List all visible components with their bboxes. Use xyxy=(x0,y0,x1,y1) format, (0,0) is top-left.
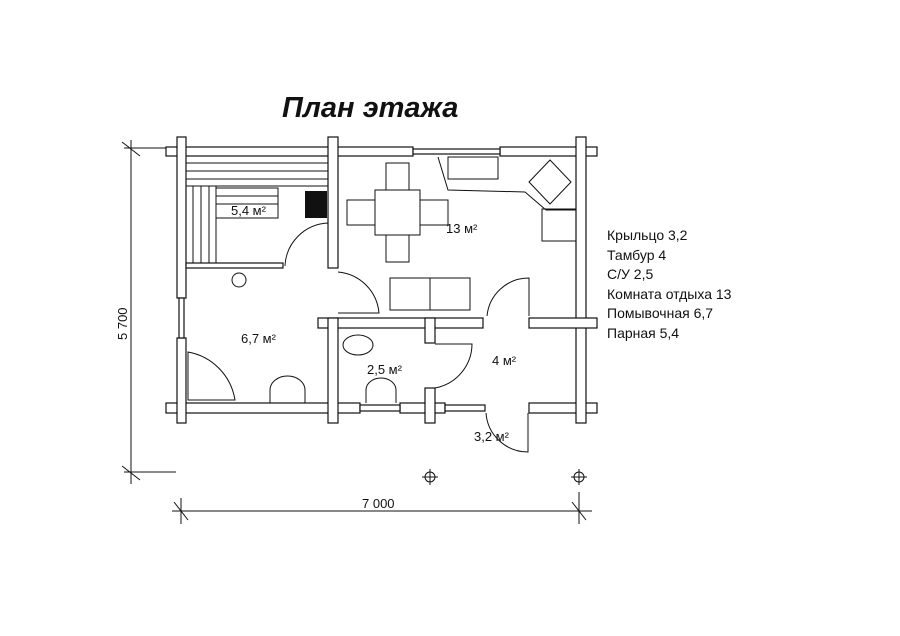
tank-icon xyxy=(231,272,247,288)
room-area-steam: 5,4 м² xyxy=(231,203,267,218)
dimension-height-label: 5 700 xyxy=(115,307,130,340)
room-area-porch: 3,2 м² xyxy=(474,429,510,444)
doors xyxy=(187,222,530,453)
room-area-wc: 2,5 м² xyxy=(367,362,403,377)
legend-item: Помывочная 6,7 xyxy=(607,305,714,321)
windows xyxy=(178,148,501,412)
room-area-vestibule: 4 м² xyxy=(492,353,517,368)
dimension-vertical: 5 700 xyxy=(115,140,176,484)
furniture xyxy=(269,156,577,403)
stove-icon xyxy=(305,191,327,218)
legend-item: Парная 5,4 xyxy=(607,324,680,341)
area-legend: Крыльцо 3,2 Тамбур 4 С/У 2,5 Комната отд… xyxy=(607,226,731,343)
legend-item: С/У 2,5 xyxy=(607,266,654,282)
room-area-wash: 6,7 м² xyxy=(241,331,277,346)
dimension-horizontal: 7 000 xyxy=(172,492,592,524)
room-area-lounge: 13 м² xyxy=(446,221,478,236)
sauna-benches xyxy=(185,155,329,264)
plan-title: План этажа xyxy=(282,92,459,124)
walls xyxy=(165,136,598,424)
legend-item: Комната отдыха 13 xyxy=(607,285,732,302)
legend-item: Крыльцо 3,2 xyxy=(607,227,688,243)
legend-item: Тамбур 4 xyxy=(607,246,667,263)
axis-markers xyxy=(422,469,587,485)
dimension-width-label: 7 000 xyxy=(362,496,395,511)
